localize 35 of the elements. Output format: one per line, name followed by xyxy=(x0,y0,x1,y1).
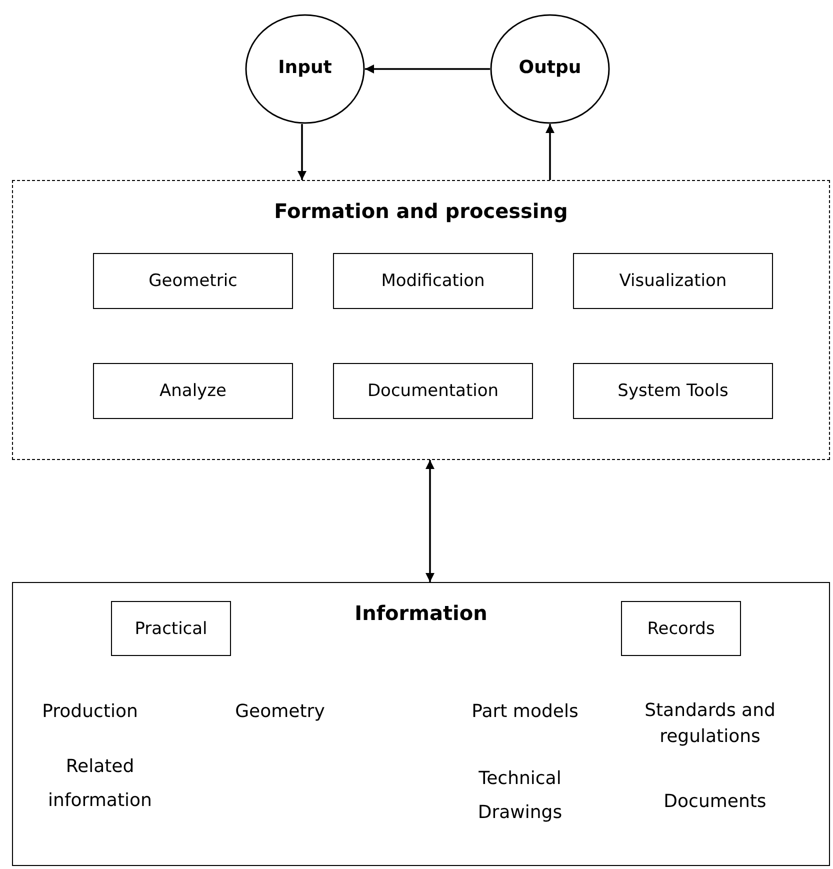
label-text: Related information xyxy=(47,755,153,814)
node-label: Documentation xyxy=(366,381,500,401)
node-label: Visualization xyxy=(618,271,728,291)
node-label: System Tools xyxy=(616,381,730,401)
circle-node xyxy=(490,14,610,124)
arrow xyxy=(365,64,490,74)
process-box xyxy=(573,253,773,309)
group-box xyxy=(12,582,830,866)
label-text: Geometry xyxy=(234,700,326,724)
label-text: Technical Drawings xyxy=(476,767,564,826)
node-label: Outpu xyxy=(518,57,582,78)
label-text: Part models xyxy=(470,700,580,724)
arrow xyxy=(546,124,554,180)
process-box xyxy=(111,601,231,656)
arrow xyxy=(298,124,306,180)
group-title: Information xyxy=(354,601,488,625)
arrow xyxy=(426,460,434,582)
dashed-group-box xyxy=(12,180,830,460)
process-box xyxy=(333,363,533,419)
node-label: Analyze xyxy=(158,381,228,401)
group-title: Formation and processing xyxy=(273,199,569,223)
process-box xyxy=(93,253,293,309)
process-box xyxy=(621,601,741,656)
node-label: Input xyxy=(277,57,333,78)
process-box xyxy=(573,363,773,419)
label-text: Documents xyxy=(662,790,768,814)
node-label: Practical xyxy=(134,618,208,638)
label-text: Production xyxy=(41,700,139,724)
node-label: Modification xyxy=(380,271,486,291)
process-box xyxy=(93,363,293,419)
node-label: Geometric xyxy=(148,271,238,291)
process-box xyxy=(333,253,533,309)
circle-node xyxy=(245,14,365,124)
node-label: Records xyxy=(646,618,716,638)
label-text: Standards and regulations xyxy=(644,699,776,750)
